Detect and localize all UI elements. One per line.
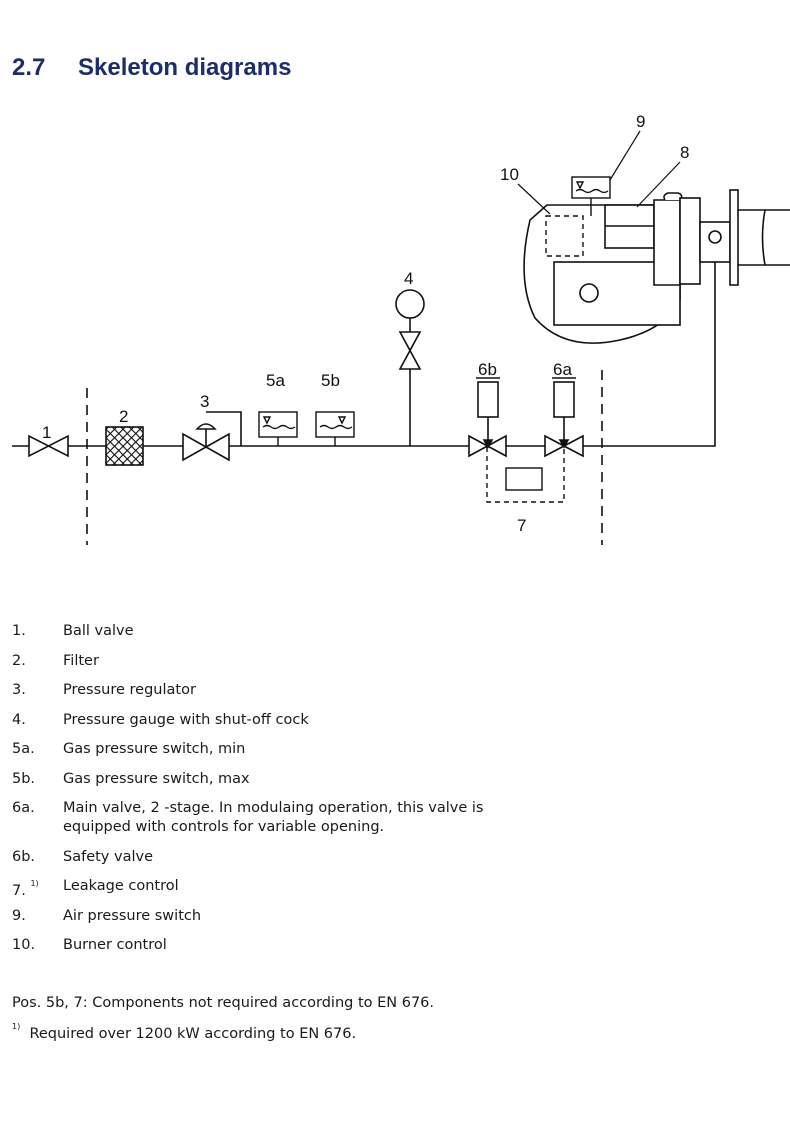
legend-item: 1. Ball valve xyxy=(12,622,523,641)
legend-key: 7. 1) xyxy=(12,877,39,901)
label-7: 7 xyxy=(517,516,526,535)
legend-key-number: 7. xyxy=(12,882,26,899)
pressure-gauge-symbol xyxy=(395,289,425,446)
legend-item: 5b. Gas pressure switch, max xyxy=(12,770,523,789)
footnote-marker: 1) xyxy=(30,879,39,888)
label-2: 2 xyxy=(119,407,128,426)
legend-key: 5a. xyxy=(12,741,35,757)
footnote-mark: 1) xyxy=(12,1022,21,1031)
legend-item: 3. Pressure regulator xyxy=(12,681,523,700)
pressure-regulator-symbol xyxy=(182,411,242,462)
legend-item: 6a. Main valve, 2 -stage. In modulaing o… xyxy=(12,799,523,837)
legend-key: 1. xyxy=(12,623,26,639)
main-valve-symbol xyxy=(544,377,584,458)
legend-key: 10. xyxy=(12,937,36,953)
legend-text: Ball valve xyxy=(63,623,134,639)
burner-symbol xyxy=(523,189,790,344)
pressure-switch-min-symbol xyxy=(258,411,298,446)
label-3: 3 xyxy=(200,392,209,411)
label-5a: 5a xyxy=(266,371,285,390)
pressure-switch-max-symbol xyxy=(315,411,355,446)
legend-key: 5b. xyxy=(12,770,36,787)
legend-key: 2. xyxy=(12,652,26,669)
legend-item: 6b. Safety valve xyxy=(12,848,523,867)
legend-text: Safety valve xyxy=(63,848,153,865)
label-9: 9 xyxy=(636,112,645,131)
legend-text: Gas pressure switch, max xyxy=(63,770,250,787)
legend-text: Gas pressure switch, min xyxy=(63,741,246,757)
leader-line-8 xyxy=(636,161,681,208)
legend-key: 9. xyxy=(12,907,26,924)
legend-text: Air pressure switch xyxy=(63,907,202,924)
legend-item: 7. 1) Leakage control xyxy=(12,877,523,899)
skeleton-diagram: 1 2 3 4 5a 5b 6b 6a 7 8 9 10 xyxy=(12,112,790,545)
label-8: 8 xyxy=(680,143,689,162)
legend-list: 1. Ball valve 2. Filter 3. Pressure regu… xyxy=(12,622,523,966)
legend-item: 9. Air pressure switch xyxy=(12,907,523,926)
leader-line-10 xyxy=(517,183,551,215)
label-5b: 5b xyxy=(321,371,340,390)
label-6a: 6a xyxy=(553,360,572,379)
label-6b: 6b xyxy=(478,360,497,379)
footnote: 1) Required over 1200 kW according to EN… xyxy=(12,1022,357,1042)
legend-item: 5a. Gas pressure switch, min xyxy=(12,740,523,759)
section-title: Skeleton diagrams xyxy=(78,54,292,81)
ball-valve-symbol xyxy=(28,434,69,458)
footnote-text: Required over 1200 kW according to EN 67… xyxy=(29,1025,357,1042)
components-note: Pos. 5b, 7: Components not required acco… xyxy=(12,995,435,1011)
legend-text: Pressure gauge with shut-off cock xyxy=(63,711,309,728)
legend-key: 6b. xyxy=(12,848,36,865)
safety-valve-symbol xyxy=(468,377,507,458)
legend-text: Pressure regulator xyxy=(63,682,196,698)
legend-item: 10. Burner control xyxy=(12,936,523,955)
legend-text: Leakage control xyxy=(63,878,179,894)
legend-text: Filter xyxy=(63,652,99,669)
legend-text: Burner control xyxy=(63,937,167,953)
legend-item: 2. Filter xyxy=(12,652,523,671)
section-heading: 2.7 Skeleton diagrams xyxy=(12,54,291,82)
burner-control-symbol xyxy=(545,215,584,257)
leakage-control-symbol xyxy=(486,447,565,503)
section-number: 2.7 xyxy=(12,54,46,81)
leader-line-9 xyxy=(609,130,641,181)
label-4: 4 xyxy=(404,269,413,288)
legend-key: 3. xyxy=(12,682,26,698)
legend-item: 4. Pressure gauge with shut-off cock xyxy=(12,711,523,730)
filter-symbol xyxy=(105,426,144,466)
label-10: 10 xyxy=(500,165,519,184)
legend-key: 6a. xyxy=(12,800,35,816)
label-1: 1 xyxy=(42,423,51,442)
legend-key: 4. xyxy=(12,711,26,728)
legend-text: Main valve, 2 -stage. In modulaing opera… xyxy=(63,800,484,835)
air-pressure-switch-symbol xyxy=(571,176,611,216)
